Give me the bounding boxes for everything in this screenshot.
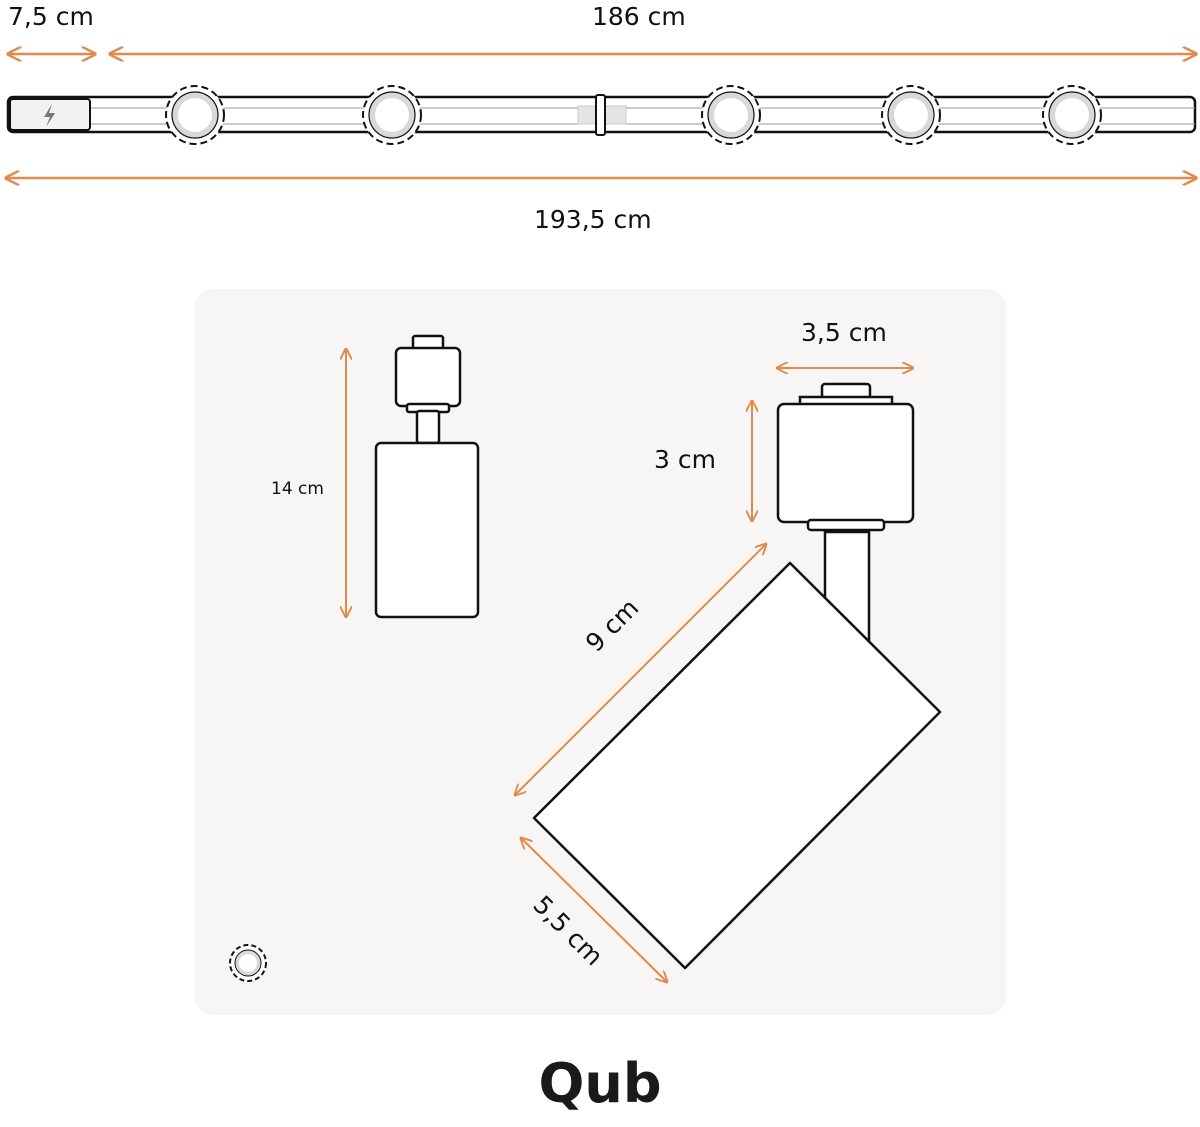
cylinder-diameter-dimension-line (521, 838, 667, 982)
rail-spot (881, 85, 941, 145)
lightning-bolt-icon (44, 104, 55, 127)
cylinder-length-dimension-line (515, 544, 766, 795)
head-height-label: 3 cm (654, 445, 716, 474)
rail-spot (701, 85, 761, 145)
rail-spot (1042, 85, 1102, 145)
end-cap-length-label: 7,5 cm (8, 2, 94, 31)
rail-spot (165, 85, 225, 145)
spot-symbol-icon (229, 944, 267, 982)
head-width-label: 3,5 cm (801, 318, 887, 347)
spot-height-label: 14 cm (271, 479, 324, 499)
track-total-length-label: 193,5 cm (534, 205, 652, 234)
spot-front-view (374, 334, 480, 619)
track-usable-length-label: 186 cm (592, 2, 686, 31)
rail-spots (165, 85, 1102, 145)
rail-spot (362, 85, 422, 145)
qub-logo: Qub (538, 1052, 662, 1115)
